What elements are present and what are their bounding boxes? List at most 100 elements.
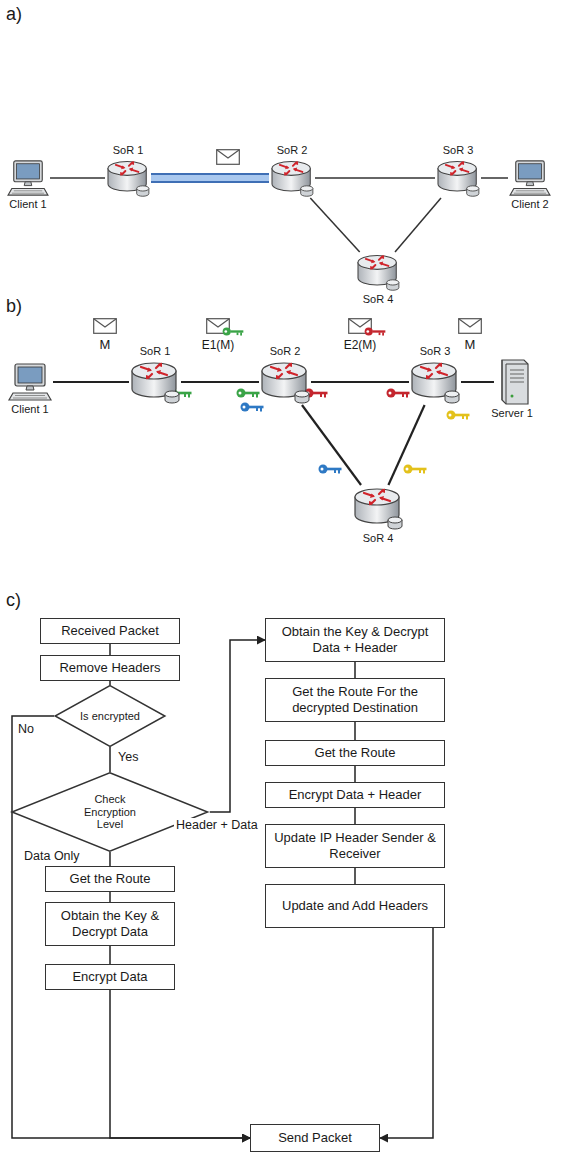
connector-line bbox=[109, 681, 111, 685]
edge-label: Data Only bbox=[22, 849, 82, 864]
device-label: SoR 1 bbox=[113, 144, 144, 157]
process-box: Get the Route bbox=[45, 866, 175, 892]
message-label: E2(M) bbox=[344, 339, 377, 353]
connector-line bbox=[380, 928, 433, 1138]
network-link bbox=[181, 382, 259, 383]
connector-line bbox=[109, 946, 111, 964]
decision-diamond: Check Encryption Level bbox=[10, 772, 210, 852]
flow-connector bbox=[355, 662, 356, 678]
flow-connector bbox=[110, 892, 111, 902]
server-icon bbox=[494, 358, 530, 406]
router: SoR 3 bbox=[409, 344, 461, 405]
router-symbol bbox=[438, 161, 479, 196]
connector-line bbox=[109, 747, 111, 772]
connector-line bbox=[210, 640, 265, 812]
router: SoR 4 bbox=[355, 252, 401, 307]
router-symbol bbox=[272, 161, 313, 196]
flow-connector bbox=[355, 868, 356, 884]
message-label: M bbox=[100, 338, 111, 353]
connector-line bbox=[109, 644, 111, 655]
connector-line bbox=[354, 808, 356, 824]
connector-line bbox=[354, 868, 356, 884]
diamond-shape bbox=[55, 686, 165, 747]
flow-connector bbox=[110, 946, 111, 964]
connector-line bbox=[110, 990, 250, 1138]
server-symbol bbox=[502, 360, 528, 404]
router: SoR 2 bbox=[259, 344, 311, 405]
router: SoR 1 bbox=[129, 344, 181, 405]
connector-line bbox=[481, 177, 508, 179]
connector-line bbox=[395, 198, 441, 252]
encryption-key bbox=[447, 411, 470, 420]
step-text: Encrypt Data bbox=[72, 969, 147, 985]
router-symbol bbox=[108, 161, 149, 196]
client-computer-icon bbox=[7, 362, 53, 402]
router-symbol bbox=[412, 363, 459, 404]
panel-letter: c) bbox=[6, 590, 21, 611]
client-computer: Client 2 bbox=[508, 159, 552, 212]
step-text: Obtain the Key & Decrypt Data + Header bbox=[272, 624, 438, 655]
client-computer: Client 1 bbox=[7, 362, 53, 417]
process-box: Send Packet bbox=[250, 1124, 380, 1152]
step-text: Update and Add Headers bbox=[282, 898, 428, 914]
connector-line bbox=[354, 766, 356, 782]
device-label: SoR 2 bbox=[277, 144, 308, 157]
network-link bbox=[388, 405, 424, 485]
process-box: Obtain the Key & Decrypt Data + Header bbox=[265, 618, 445, 662]
encryption-key bbox=[237, 389, 260, 398]
router-icon bbox=[105, 158, 151, 198]
network-link bbox=[395, 198, 441, 252]
flow-connector bbox=[355, 766, 356, 782]
process-box: Update IP Header Sender & Receiver bbox=[265, 824, 445, 868]
router: SoR 3 bbox=[435, 143, 481, 198]
network-link bbox=[315, 178, 435, 179]
device-label: SoR 3 bbox=[443, 144, 474, 157]
message-envelope bbox=[217, 150, 240, 165]
client-computer-symbol bbox=[8, 161, 48, 195]
step-text: Send Packet bbox=[278, 1130, 352, 1146]
router-symbol bbox=[355, 489, 402, 530]
device-label: Server 1 bbox=[491, 407, 533, 420]
router-icon bbox=[355, 252, 401, 292]
flow-connector bbox=[110, 747, 111, 772]
connector-line bbox=[311, 381, 409, 383]
connector-line bbox=[354, 722, 356, 740]
connector-line bbox=[310, 198, 359, 252]
step-text: Get the Route bbox=[315, 745, 396, 761]
connector-line bbox=[388, 405, 424, 485]
network-link bbox=[53, 382, 129, 383]
device-label: SoR 1 bbox=[140, 345, 171, 358]
panel-letter: a) bbox=[6, 4, 22, 25]
connector-line bbox=[53, 381, 129, 383]
connector-line bbox=[315, 177, 435, 179]
edge-label: Header + Data bbox=[174, 818, 260, 833]
router-icon bbox=[435, 158, 481, 198]
step-text: Encrypt Data + Header bbox=[289, 787, 422, 803]
client-computer-icon bbox=[508, 159, 552, 197]
connector-line bbox=[302, 405, 361, 485]
process-box: Encrypt Data + Header bbox=[265, 782, 445, 808]
process-box: Encrypt Data bbox=[45, 964, 175, 990]
encryption-key bbox=[319, 465, 342, 474]
step-text: Get the Route bbox=[70, 871, 151, 887]
encryption-key bbox=[404, 465, 427, 474]
router-symbol bbox=[132, 363, 179, 404]
device-label: SoR 4 bbox=[363, 532, 394, 545]
connector-line bbox=[354, 662, 356, 678]
client-computer-symbol bbox=[510, 161, 550, 195]
message-label: M bbox=[465, 338, 476, 353]
device-label: SoR 2 bbox=[270, 345, 301, 358]
network-link bbox=[311, 382, 409, 383]
tunnel-core bbox=[151, 175, 269, 181]
flow-connector bbox=[355, 808, 356, 824]
network-link bbox=[50, 178, 105, 179]
step-text: Get the Route For the decrypted Destinat… bbox=[272, 684, 438, 715]
connector-line bbox=[181, 381, 259, 383]
step-text: Is encrypted bbox=[80, 710, 140, 723]
encryption-key bbox=[241, 403, 264, 412]
message-label: E1(M) bbox=[202, 339, 235, 353]
router: SoR 4 bbox=[352, 485, 404, 546]
flow-connector bbox=[110, 681, 111, 685]
tunnel-outline bbox=[151, 173, 269, 183]
router-icon bbox=[259, 359, 311, 405]
